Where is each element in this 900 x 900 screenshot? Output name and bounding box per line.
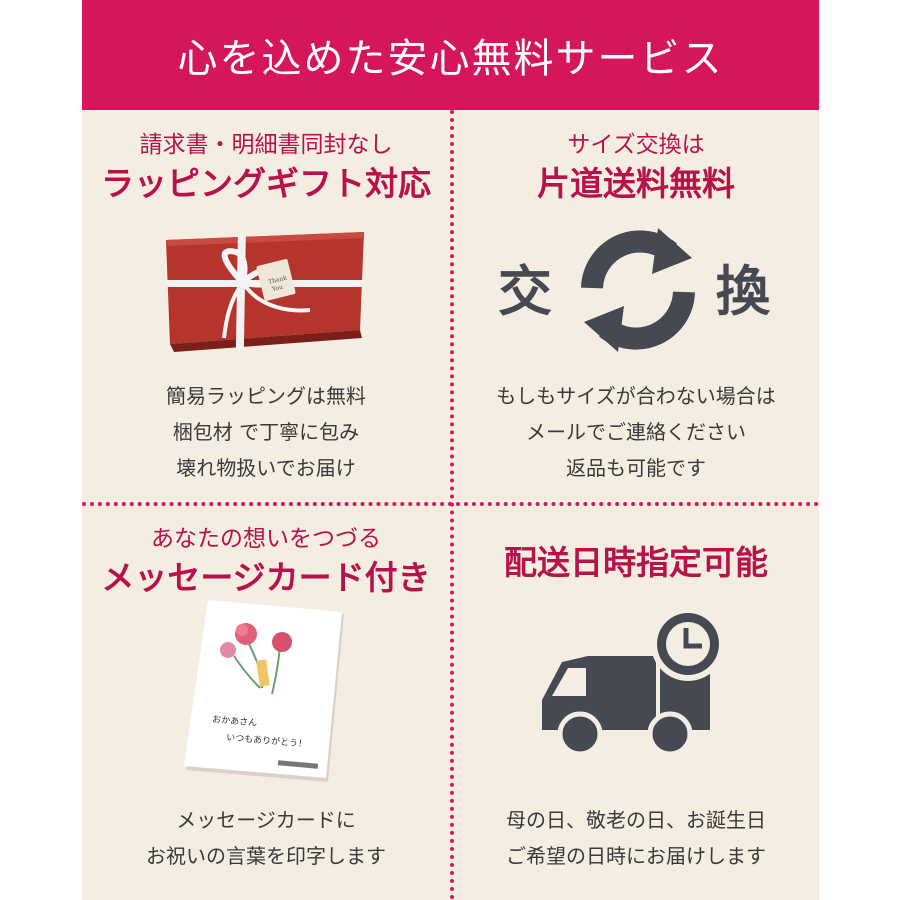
- panel-title: 片道送料無料: [537, 164, 735, 203]
- panel-gift-wrapping: 請求書・明細書同封なし ラッピングギフト対応: [82, 128, 450, 206]
- desc-line: メッセージカードに: [176, 808, 356, 832]
- exchange-right-char: 換: [716, 260, 771, 323]
- panel-title: 配送日時指定可能: [504, 543, 768, 582]
- panel-subtitle: あなたの想いをつづる: [151, 526, 381, 552]
- horizontal-dotted-divider: [82, 502, 819, 506]
- desc-line: 梱包材 で丁寧に包み: [172, 420, 360, 444]
- panel-subtitle: 請求書・明細書同封なし: [139, 132, 393, 158]
- gift-tag-text: Thank: [268, 274, 288, 285]
- desc-line: 返品も可能です: [566, 456, 706, 480]
- desc-line: メールでご連絡ください: [526, 420, 746, 444]
- panel-exchange-desc: もしもサイズが合わない場合は メールでご連絡ください 返品も可能です: [452, 378, 819, 486]
- panel-delivery-desc: 母の日、敬老の日、お誕生日 ご希望の日時にお届けします: [452, 802, 819, 874]
- panel-title: ラッピングギフト対応: [101, 164, 431, 203]
- service-banner: 心を込めた安心無料サービス 請求書・明細書同封なし ラッピングギフト対応 Tha…: [82, 0, 819, 900]
- card-text: おかあさん: [212, 714, 258, 729]
- panel-title: メッセージカード付き: [101, 558, 431, 597]
- panel-message-desc: メッセージカードに お祝いの言葉を印字します: [82, 802, 450, 874]
- gift-box-icon: Thank You: [166, 232, 364, 352]
- header-title: 心を込めた安心無料サービス: [177, 36, 724, 82]
- panel-message-card: あなたの想いをつづる メッセージカード付き: [82, 522, 450, 600]
- header-bar: 心を込めた安心無料サービス: [82, 0, 819, 110]
- panel-gift-desc: 簡易ラッピングは無料 梱包材 で丁寧に包み 壊れ物扱いでお届け: [82, 378, 450, 486]
- panel-subtitle: サイズ交換は: [567, 132, 705, 158]
- exchange-arrows-icon: 交 換: [498, 228, 771, 352]
- panel-size-exchange: サイズ交換は 片道送料無料: [452, 128, 819, 206]
- message-card-image: おかあさん いつもありがとう！: [184, 600, 344, 782]
- delivery-truck-clock-icon: [542, 607, 725, 757]
- desc-line: 壊れ物扱いでお届け: [176, 456, 356, 480]
- desc-line: 簡易ラッピングは無料: [166, 384, 366, 408]
- panel-delivery-date: 配送日時指定可能: [452, 541, 819, 585]
- desc-line: もしもサイズが合わない場合は: [496, 384, 776, 408]
- gift-tag-text: You: [270, 284, 283, 294]
- desc-line: ご希望の日時にお届けします: [506, 844, 766, 868]
- exchange-left-char: 交: [498, 260, 552, 323]
- carnation-flower-icon: [220, 623, 292, 695]
- desc-line: お祝いの言葉を印字します: [146, 844, 386, 868]
- desc-line: 母の日、敬老の日、お誕生日: [506, 808, 766, 832]
